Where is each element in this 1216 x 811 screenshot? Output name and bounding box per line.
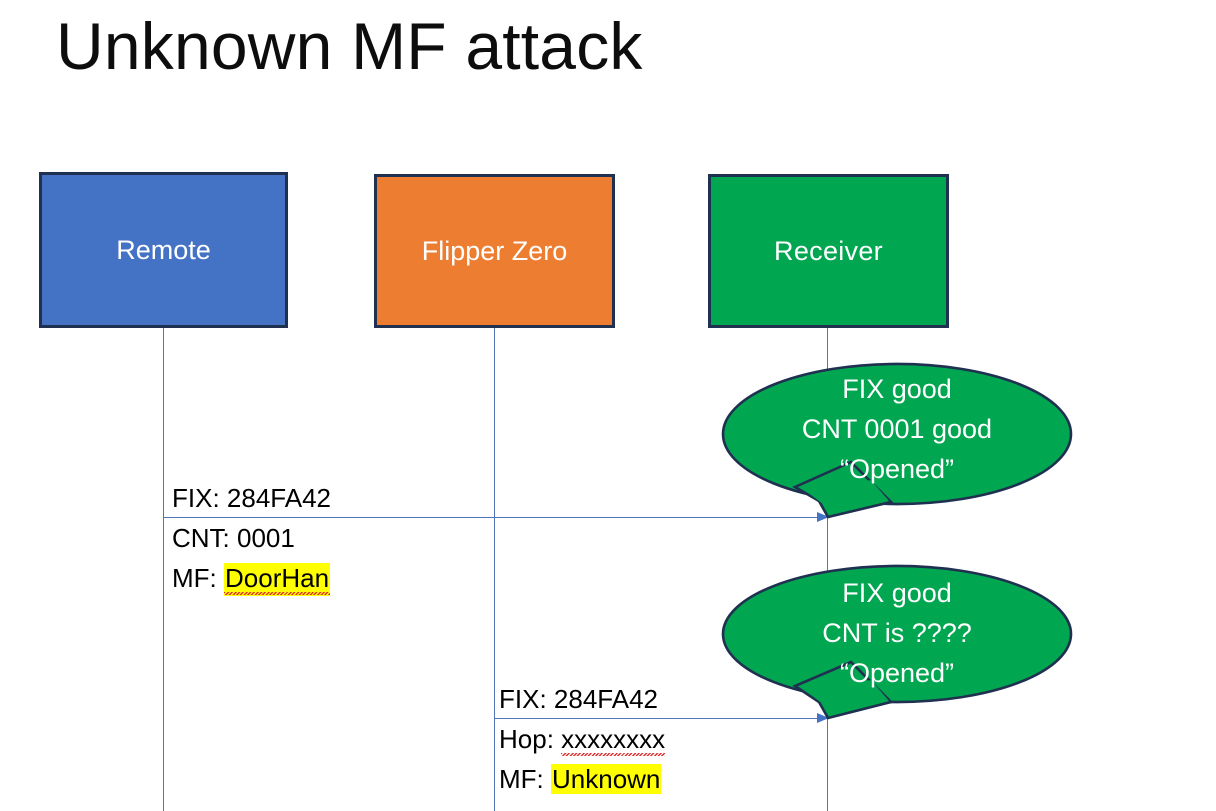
actor-box-flipper[interactable]: Flipper Zero xyxy=(374,174,615,328)
actor-label-flipper: Flipper Zero xyxy=(421,236,568,266)
message-label: Hop: xyxy=(499,724,562,754)
actor-label-receiver: Receiver xyxy=(774,236,883,266)
actor-label-remote: Remote xyxy=(116,235,211,265)
message-value: 0001 xyxy=(237,523,295,553)
message-value: 284FA42 xyxy=(553,684,658,714)
message-label: MF: xyxy=(499,764,551,794)
callout-bubble-1[interactable]: FIX good CNT 0001 good “Opened” xyxy=(721,362,1073,527)
message-line: Hop: xxxxxxxx xyxy=(499,719,666,759)
lifeline-flipper xyxy=(494,328,495,811)
message-text-2-body: Hop: xxxxxxxx MF: Unknown xyxy=(499,719,666,799)
actor-box-remote[interactable]: Remote xyxy=(39,172,288,328)
message-value-highlighted: DoorHan xyxy=(224,563,331,596)
message-arrow-2 xyxy=(494,713,829,723)
message-text-2: FIX: 284FA42 xyxy=(499,679,658,719)
message-line: MF: Unknown xyxy=(499,759,665,799)
page-title: Unknown MF attack xyxy=(56,9,643,83)
message-label: FIX: xyxy=(499,684,554,714)
lifeline-remote xyxy=(163,328,164,811)
callout-shape-1 xyxy=(721,362,1073,519)
message-text-1: FIX: 284FA42 xyxy=(172,478,331,518)
message-label: FIX: xyxy=(172,483,227,513)
message-label: MF: xyxy=(172,563,224,593)
message-line: CNT: 0001 xyxy=(172,518,330,558)
message-arrow-1 xyxy=(163,512,829,522)
message-line: FIX: 284FA42 xyxy=(172,478,331,518)
lifeline-receiver xyxy=(827,328,828,811)
message-label: CNT: xyxy=(172,523,237,553)
callout-shape-2 xyxy=(721,564,1073,720)
message-text-1-body: CNT: 0001 MF: DoorHan xyxy=(172,518,331,598)
actor-box-receiver[interactable]: Receiver xyxy=(708,174,949,328)
message-line: FIX: 284FA42 xyxy=(499,679,658,719)
message-value: xxxxxxxx xyxy=(561,724,666,757)
callout-bubble-2[interactable]: FIX good CNT is ???? “Opened” xyxy=(721,564,1073,729)
message-value-highlighted: Unknown xyxy=(551,764,662,794)
message-value: 284FA42 xyxy=(226,483,331,513)
message-line: MF: DoorHan xyxy=(172,558,331,598)
